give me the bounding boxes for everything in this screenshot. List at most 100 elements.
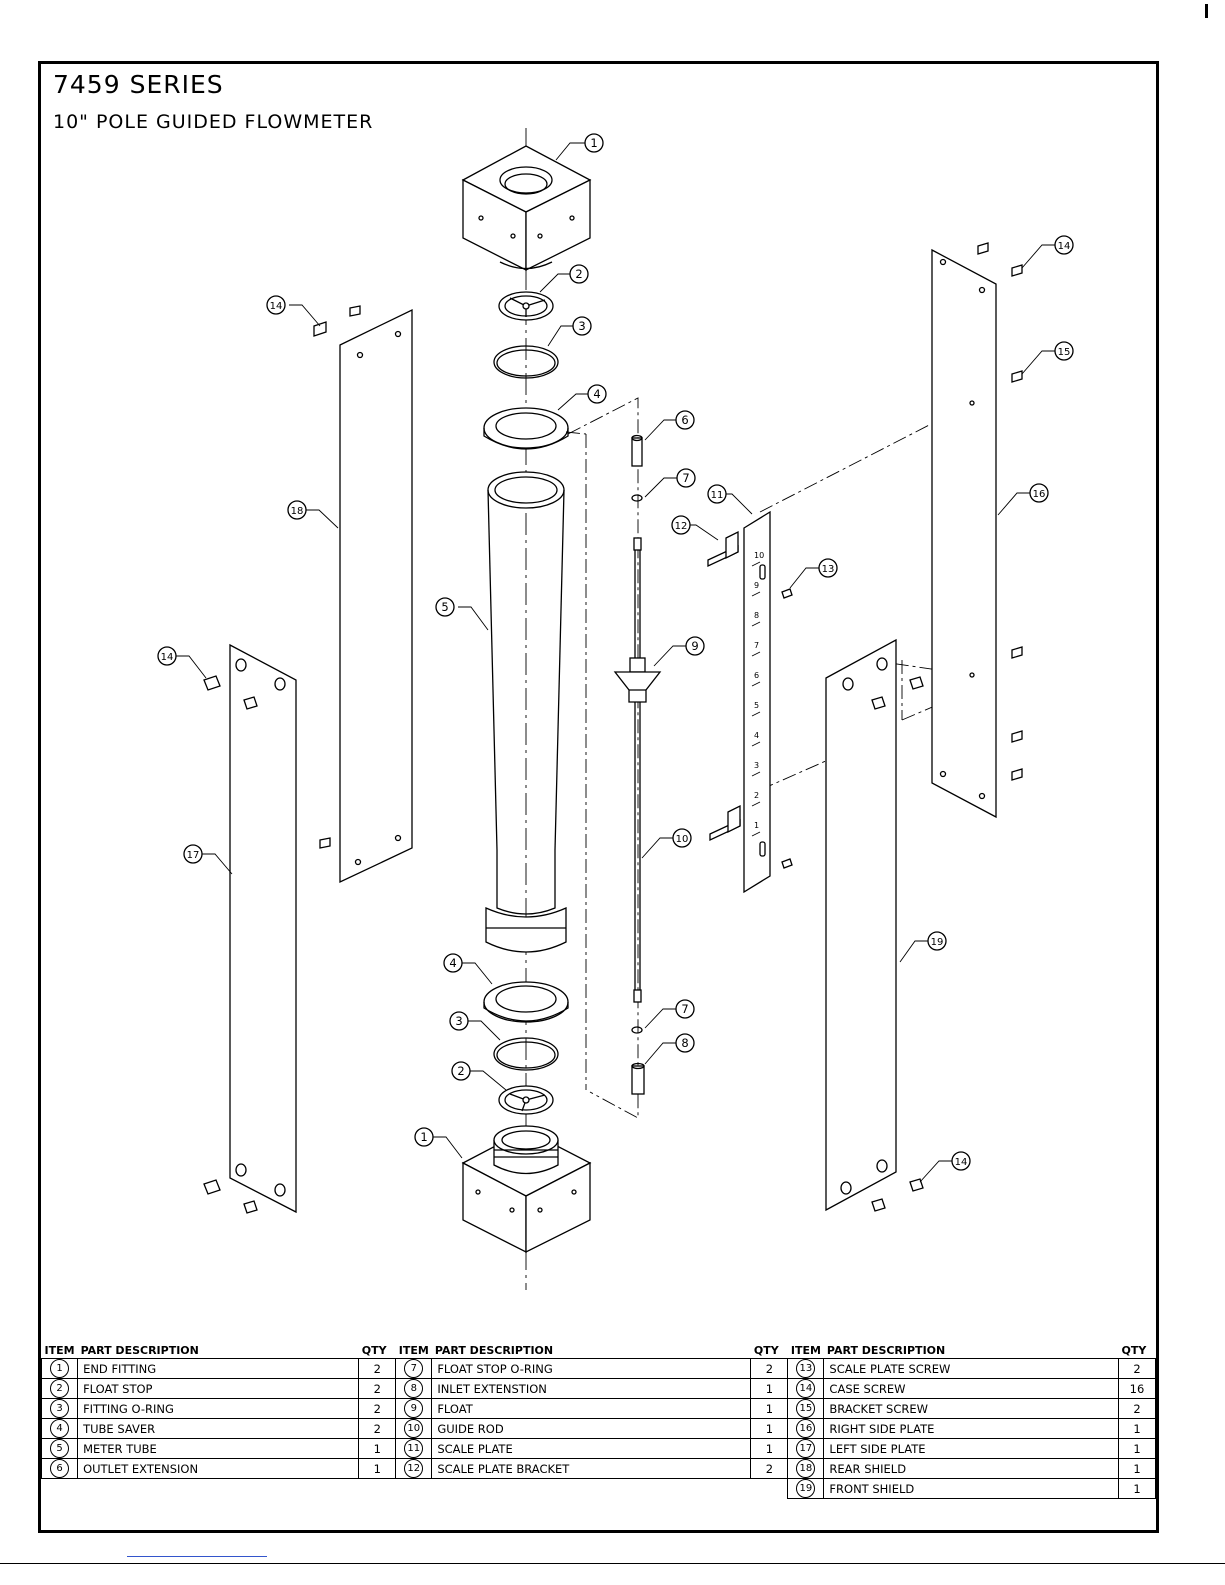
table-row: 6 OUTLET EXTENSION 1 12 SCALE PLATE BRAC… xyxy=(40,1458,1156,1479)
meter-tube xyxy=(485,471,567,953)
callout-16: 16 xyxy=(1029,483,1049,503)
tube-saver-top xyxy=(483,407,569,450)
scale-label-3: 3 xyxy=(754,761,759,770)
part-qty: 2 xyxy=(1118,1398,1156,1419)
part-description: FITTING O-RING xyxy=(77,1398,360,1419)
leader-lines xyxy=(176,142,1055,1183)
bom-header-item: ITEM xyxy=(44,1344,75,1357)
callout-12: 12 xyxy=(671,515,691,535)
item-balloon: 15 xyxy=(796,1399,816,1418)
bom-header-qty: QTY xyxy=(361,1344,387,1357)
footer-link-underline[interactable] xyxy=(127,1556,267,1557)
svg-text:18: 18 xyxy=(291,506,304,517)
part-description: LEFT SIDE PLATE xyxy=(823,1438,1119,1459)
scale-label-8: 8 xyxy=(754,611,759,620)
callout-4-top: 4 xyxy=(587,384,607,404)
item-balloon: 16 xyxy=(796,1419,816,1438)
callout-2-bottom: 2 xyxy=(451,1061,471,1081)
table-row: 19 FRONT SHIELD 1 xyxy=(41,1478,1156,1499)
svg-text:2: 2 xyxy=(575,267,582,281)
item-balloon: 1 xyxy=(50,1359,70,1378)
callout-3-top: 3 xyxy=(572,316,592,336)
item-balloon: 5 xyxy=(50,1439,70,1458)
part-qty: 2 xyxy=(358,1398,397,1419)
end-fitting-bottom xyxy=(461,1125,592,1254)
part-description: METER TUBE xyxy=(77,1438,360,1459)
part-description: SCALE PLATE SCREW xyxy=(823,1358,1119,1379)
svg-text:14: 14 xyxy=(161,652,174,663)
guide-rod xyxy=(633,537,642,1003)
callout-17: 17 xyxy=(183,844,203,864)
rear-shield xyxy=(313,305,413,884)
callout-11: 11 xyxy=(707,484,727,504)
part-description: FLOAT STOP O-RING xyxy=(431,1358,752,1379)
float-stop-o-ring-bottom xyxy=(631,1026,643,1034)
svg-text:6: 6 xyxy=(681,413,688,427)
svg-text:7: 7 xyxy=(681,1002,688,1016)
part-qty: 1 xyxy=(358,1458,397,1479)
item-balloon: 9 xyxy=(404,1399,424,1418)
part-qty: 1 xyxy=(750,1438,789,1459)
item-balloon: 18 xyxy=(796,1459,816,1478)
part-description: INLET EXTENSTION xyxy=(431,1378,752,1399)
scale-label-7: 7 xyxy=(754,641,759,650)
part-qty: 1 xyxy=(358,1438,397,1459)
item-balloon: 4 xyxy=(50,1419,70,1438)
item-balloon: 11 xyxy=(404,1439,424,1458)
inlet-extension xyxy=(631,1062,645,1095)
callout-7-bottom: 7 xyxy=(675,999,695,1019)
part-description: END FITTING xyxy=(77,1358,360,1379)
table-row: 2 FLOAT STOP 2 8 INLET EXTENSTION 1 14 C… xyxy=(40,1378,1156,1399)
svg-text:3: 3 xyxy=(578,319,585,333)
scale-plate: 10 9 8 7 6 5 4 3 2 1 xyxy=(743,510,771,894)
part-qty: 2 xyxy=(358,1418,397,1439)
outlet-extension xyxy=(631,434,643,467)
item-balloon: 3 xyxy=(50,1399,70,1418)
bom-header-desc: PART DESCRIPTION xyxy=(434,1344,554,1357)
fitting-o-ring-bottom xyxy=(493,1037,559,1071)
callout-10: 10 xyxy=(672,828,692,848)
left-side-plate xyxy=(203,643,297,1214)
part-qty: 2 xyxy=(358,1358,397,1379)
part-description: FLOAT STOP xyxy=(77,1378,360,1399)
svg-text:15: 15 xyxy=(1058,347,1071,358)
scale-label-10: 10 xyxy=(754,551,764,560)
svg-text:3: 3 xyxy=(455,1014,462,1028)
callout-14-rear: 14 xyxy=(266,295,286,315)
drawing-title: 7459 SERIES xyxy=(53,70,224,99)
svg-text:13: 13 xyxy=(822,564,835,575)
callout-3-bottom: 3 xyxy=(449,1011,469,1031)
drawing-subtitle: 10" POLE GUIDED FLOWMETER xyxy=(53,111,374,133)
item-balloon: 6 xyxy=(50,1459,70,1478)
callout-balloons: 1 2 3 4 6 7 11 12 13 9 10 5 18 14 14 15 … xyxy=(157,133,1074,1171)
table-row: 5 METER TUBE 1 11 SCALE PLATE 1 17 LEFT … xyxy=(40,1438,1156,1459)
item-balloon: 7 xyxy=(404,1359,424,1378)
callout-9: 9 xyxy=(685,636,705,656)
callout-1-bottom: 1 xyxy=(414,1127,434,1147)
scale-label-6: 6 xyxy=(754,671,759,680)
front-shield xyxy=(825,638,924,1212)
callout-13: 13 xyxy=(818,558,838,578)
bom-header-row: ITEM PART DESCRIPTION QTY ITEM PART DESC… xyxy=(42,1343,1156,1359)
scale-plate-bracket-top xyxy=(707,530,739,568)
svg-text:2: 2 xyxy=(457,1064,464,1078)
callout-2-top: 2 xyxy=(569,264,589,284)
callout-4-bottom: 4 xyxy=(443,953,463,973)
callout-15: 15 xyxy=(1054,341,1074,361)
part-qty: 16 xyxy=(1118,1378,1156,1399)
part-description: SCALE PLATE BRACKET xyxy=(431,1458,752,1479)
svg-text:14: 14 xyxy=(270,301,283,312)
item-balloon: 14 xyxy=(796,1379,816,1398)
bom-header-desc: PART DESCRIPTION xyxy=(80,1344,199,1357)
part-qty: 1 xyxy=(750,1418,789,1439)
part-description: OUTLET EXTENSION xyxy=(77,1458,360,1479)
item-balloon: 2 xyxy=(50,1379,70,1398)
scale-plate-screw-bottom xyxy=(781,858,793,869)
part-qty: 2 xyxy=(358,1378,397,1399)
right-side-plate xyxy=(931,242,1023,819)
svg-text:4: 4 xyxy=(449,956,456,970)
item-balloon: 17 xyxy=(796,1439,816,1458)
part-qty: 1 xyxy=(1118,1438,1156,1459)
part-qty: 2 xyxy=(1118,1358,1156,1379)
